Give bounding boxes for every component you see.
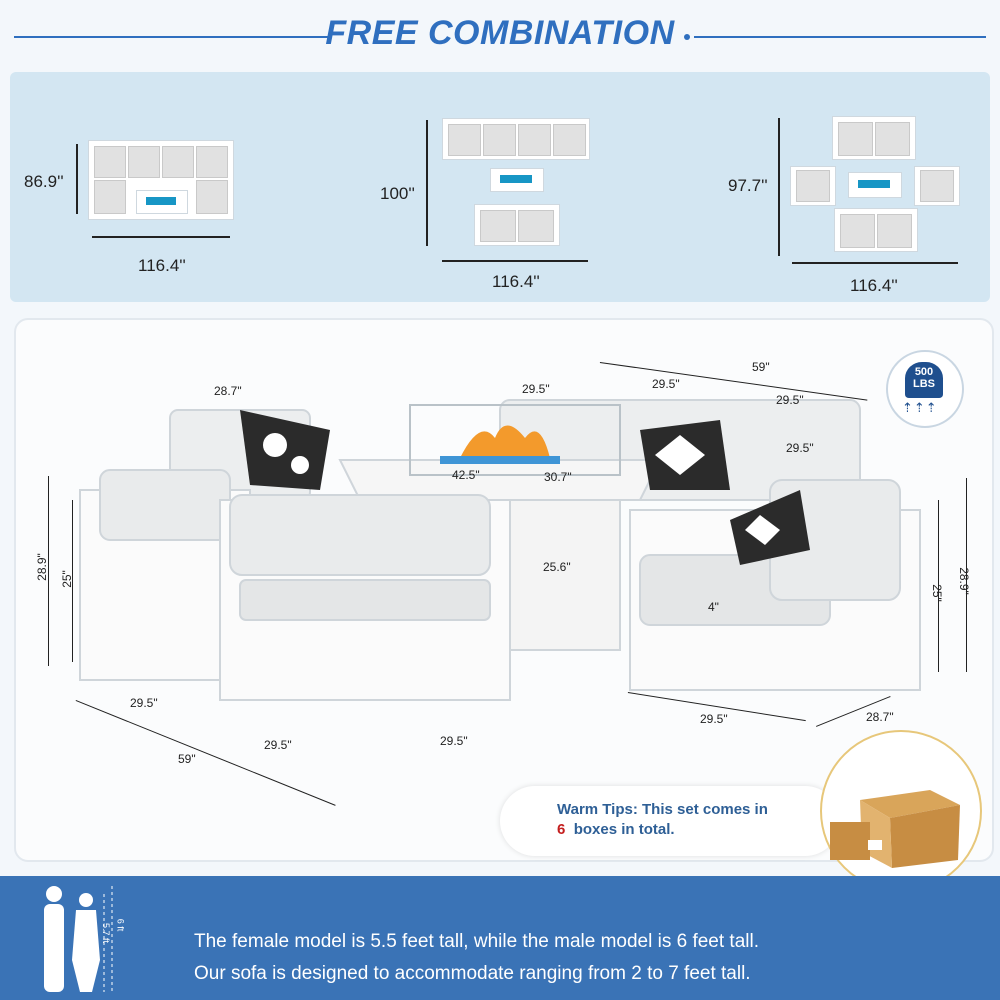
sofa-set-illustration [79, 399, 921, 701]
banner-text: The female model is 5.5 feet tall, while… [194, 926, 759, 990]
warm-tips-text: Warm Tips: This set comes in 6 boxes in … [557, 800, 817, 840]
dim-line [72, 500, 73, 662]
dim-right-seat-height: 25" [929, 584, 944, 602]
page-title: FREE COMBINATION [325, 14, 675, 52]
cushion [94, 146, 126, 178]
dim-right-front-depth: 28.7" [866, 710, 894, 724]
title-rule-dot [684, 34, 690, 40]
cushion [518, 124, 551, 156]
fire-pit-icon [146, 197, 176, 205]
cushion [920, 170, 954, 202]
weight-unit: LBS [913, 378, 935, 390]
dim-center-seat-b: 29.5" [652, 377, 680, 391]
title-rule-right [694, 36, 986, 38]
cushion [483, 124, 516, 156]
fire-pit-icon [500, 175, 532, 183]
height-info-banner [0, 876, 1000, 1000]
width-arrow [792, 262, 958, 264]
up-arrows-icon: ⇡⇡⇡ [902, 400, 938, 415]
cushion [480, 210, 516, 242]
dim-front-seat-c: 29.5" [440, 734, 468, 748]
dim-right-back-height: 28.9" [956, 567, 971, 595]
weight-value: 500 [914, 366, 934, 378]
dim-cushion-thickness: 4" [708, 600, 719, 614]
cushion [840, 214, 875, 248]
height-arrow [76, 144, 78, 214]
dim-left-chair-width: 28.7" [214, 384, 242, 398]
cushion [553, 124, 586, 156]
dim-total-top: 59" [752, 360, 770, 374]
people-silhouette-icon [44, 886, 113, 992]
tips-suffix: boxes in total. [573, 821, 675, 838]
dim-line [938, 500, 939, 672]
dim-right-front-seat: 29.5" [700, 712, 728, 726]
cushion [196, 146, 228, 178]
banner-line-1: The female model is 5.5 feet tall, while… [194, 931, 759, 952]
cushion [838, 122, 873, 156]
width-arrow [442, 260, 588, 262]
tips-prefix: Warm Tips: This set comes in [557, 801, 768, 818]
height-arrow [426, 120, 428, 246]
cushion [875, 122, 910, 156]
box-count: 6 [557, 821, 566, 838]
width-label: 116.4'' [492, 272, 540, 291]
cushion [162, 146, 194, 178]
dim-center-seat-a: 29.5" [522, 382, 550, 396]
cushion [196, 180, 228, 214]
dim-front-total: 59" [178, 752, 196, 766]
height-label: 97.7'' [728, 176, 768, 195]
dim-right-arm-seat: 29.5" [786, 441, 814, 455]
height-label: 86.9'' [24, 172, 64, 191]
warm-tips-card [500, 786, 840, 856]
title-rule-left [14, 36, 332, 38]
dim-table-height: 25.6" [543, 560, 571, 574]
cushion [128, 146, 160, 178]
dim-center-seat-c: 29.5" [776, 393, 804, 407]
banner-line-2: Our sofa is designed to accommodate rang… [194, 963, 751, 984]
short-scale-label: 5.7 ft [101, 922, 112, 944]
tall-scale-label: 6 ft [115, 918, 126, 932]
dim-left-back-height: 28.9" [34, 553, 49, 581]
height-label: 100'' [380, 184, 415, 203]
width-label: 116.4'' [850, 276, 898, 295]
fire-pit-icon [858, 180, 890, 188]
width-arrow [92, 236, 230, 238]
cushion [796, 170, 830, 202]
cardboard-box-icon [830, 790, 960, 868]
cushion [448, 124, 481, 156]
dim-line [966, 478, 967, 672]
width-label: 116.4'' [138, 256, 186, 275]
weight-icon: 500 LBS [905, 362, 943, 398]
cushion [877, 214, 912, 248]
dim-table-length: 42.5" [452, 468, 480, 482]
tips-line-2: 6 boxes in total. [557, 820, 817, 840]
cushion [94, 180, 126, 214]
dim-front-seat-b: 29.5" [264, 738, 292, 752]
dim-table-width: 30.7" [544, 470, 572, 484]
dim-front-seat-a: 29.5" [130, 696, 158, 710]
dim-line [48, 476, 49, 666]
height-arrow [778, 118, 780, 256]
cushion [518, 210, 554, 242]
fire-table [490, 168, 544, 192]
